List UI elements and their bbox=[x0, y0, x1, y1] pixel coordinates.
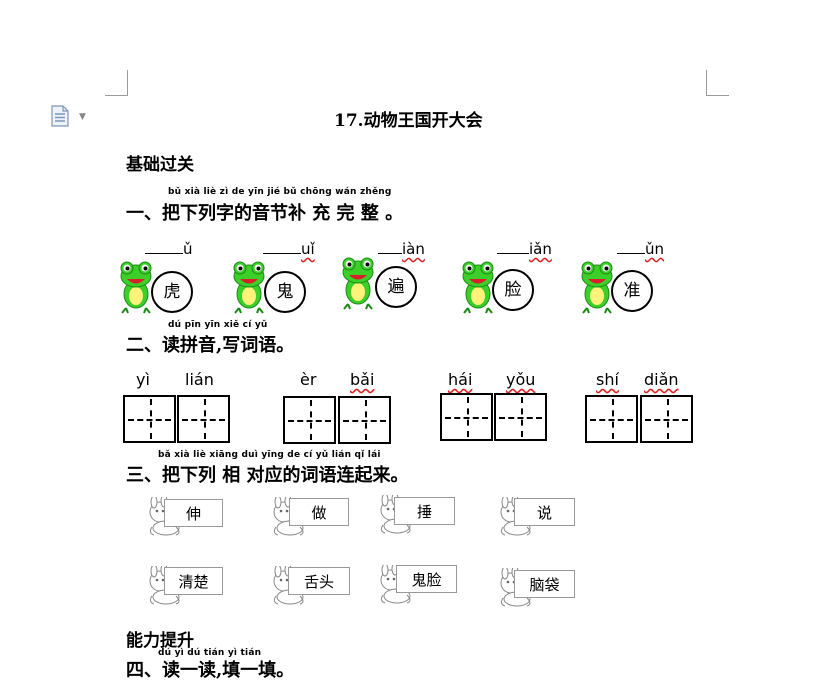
q1-char-2: 鬼 bbox=[264, 271, 306, 313]
section-heading-advanced: 能力提升 bbox=[126, 631, 194, 651]
writing-grid[interactable] bbox=[640, 395, 693, 443]
q2-heading: 二、读拼音,写词语。 bbox=[126, 335, 295, 356]
writing-grid[interactable] bbox=[440, 393, 493, 441]
document-title: 17.动物王国开大会 bbox=[334, 111, 483, 131]
q3-word-card[interactable]: 说 bbox=[514, 498, 575, 526]
q1-blank-5[interactable]: ǔn bbox=[617, 239, 664, 258]
writing-grid[interactable] bbox=[283, 396, 336, 444]
q3-word-card[interactable]: 清楚 bbox=[164, 567, 223, 595]
frog-icon bbox=[581, 261, 613, 314]
q3-word-card[interactable]: 舌头 bbox=[288, 567, 350, 595]
q1-blank-3[interactable]: iàn bbox=[378, 239, 425, 258]
section-heading-basic: 基础过关 bbox=[126, 155, 194, 175]
q1-heading: 一、把下列字的音节补 充 完 整 。 bbox=[126, 203, 404, 224]
q2-pinyin-3a: hái bbox=[448, 370, 473, 389]
q1-char-3: 遍 bbox=[375, 266, 417, 308]
q2-pinyin: dú pīn yīn xiě cí yǔ bbox=[168, 320, 268, 330]
q2-pinyin-3b: yǒu bbox=[506, 370, 536, 389]
writing-grid[interactable] bbox=[494, 393, 547, 441]
chevron-down-icon[interactable]: ▼ bbox=[79, 112, 86, 122]
q1-char-1: 虎 bbox=[151, 271, 193, 313]
q3-word-card[interactable]: 捶 bbox=[394, 497, 455, 525]
q2-pinyin-1b: lián bbox=[185, 370, 214, 389]
q3-pinyin: bǎ xià liè xiāng duì yīng de cí yǔ lián … bbox=[158, 450, 381, 460]
q1-char-5: 准 bbox=[611, 270, 653, 312]
q2-pinyin-2a: èr bbox=[300, 370, 317, 389]
q3-heading: 三、把下列 相 对应的词语连起来。 bbox=[126, 465, 409, 486]
writing-grid[interactable] bbox=[123, 395, 176, 443]
frog-icon bbox=[342, 257, 374, 310]
q3-word-card[interactable]: 鬼脸 bbox=[396, 565, 457, 593]
q2-pinyin-2b: bǎi bbox=[350, 370, 375, 389]
q1-blank-1[interactable]: ǔ bbox=[145, 239, 193, 258]
frog-icon bbox=[120, 261, 152, 314]
q3-word-card[interactable]: 伸 bbox=[164, 499, 223, 527]
q4-pinyin: dú yì dú tián yì tián bbox=[158, 648, 262, 658]
q1-char-4: 脸 bbox=[492, 269, 534, 311]
document-icon[interactable] bbox=[50, 105, 70, 127]
page-corner-top-left bbox=[105, 70, 128, 96]
writing-grid[interactable] bbox=[177, 395, 230, 443]
frog-icon bbox=[462, 261, 494, 314]
page-corner-top-right bbox=[706, 70, 729, 96]
writing-grid[interactable] bbox=[585, 395, 638, 443]
q1-blank-2[interactable]: uǐ bbox=[263, 239, 315, 258]
q3-word-card[interactable]: 做 bbox=[289, 498, 349, 526]
q1-blank-4[interactable]: iǎn bbox=[497, 239, 552, 258]
q3-word-card[interactable]: 脑袋 bbox=[514, 570, 575, 598]
q2-pinyin-4b: diǎn bbox=[644, 370, 679, 389]
q1-pinyin: bǔ xià liè zì de yīn jié bǔ chōng wán zh… bbox=[168, 187, 392, 197]
frog-icon bbox=[233, 261, 265, 314]
q2-pinyin-1a: yì bbox=[136, 370, 150, 389]
writing-grid[interactable] bbox=[338, 396, 391, 444]
q2-pinyin-4a: shí bbox=[596, 370, 619, 389]
q4-heading: 四、读一读,填一填。 bbox=[126, 660, 295, 681]
